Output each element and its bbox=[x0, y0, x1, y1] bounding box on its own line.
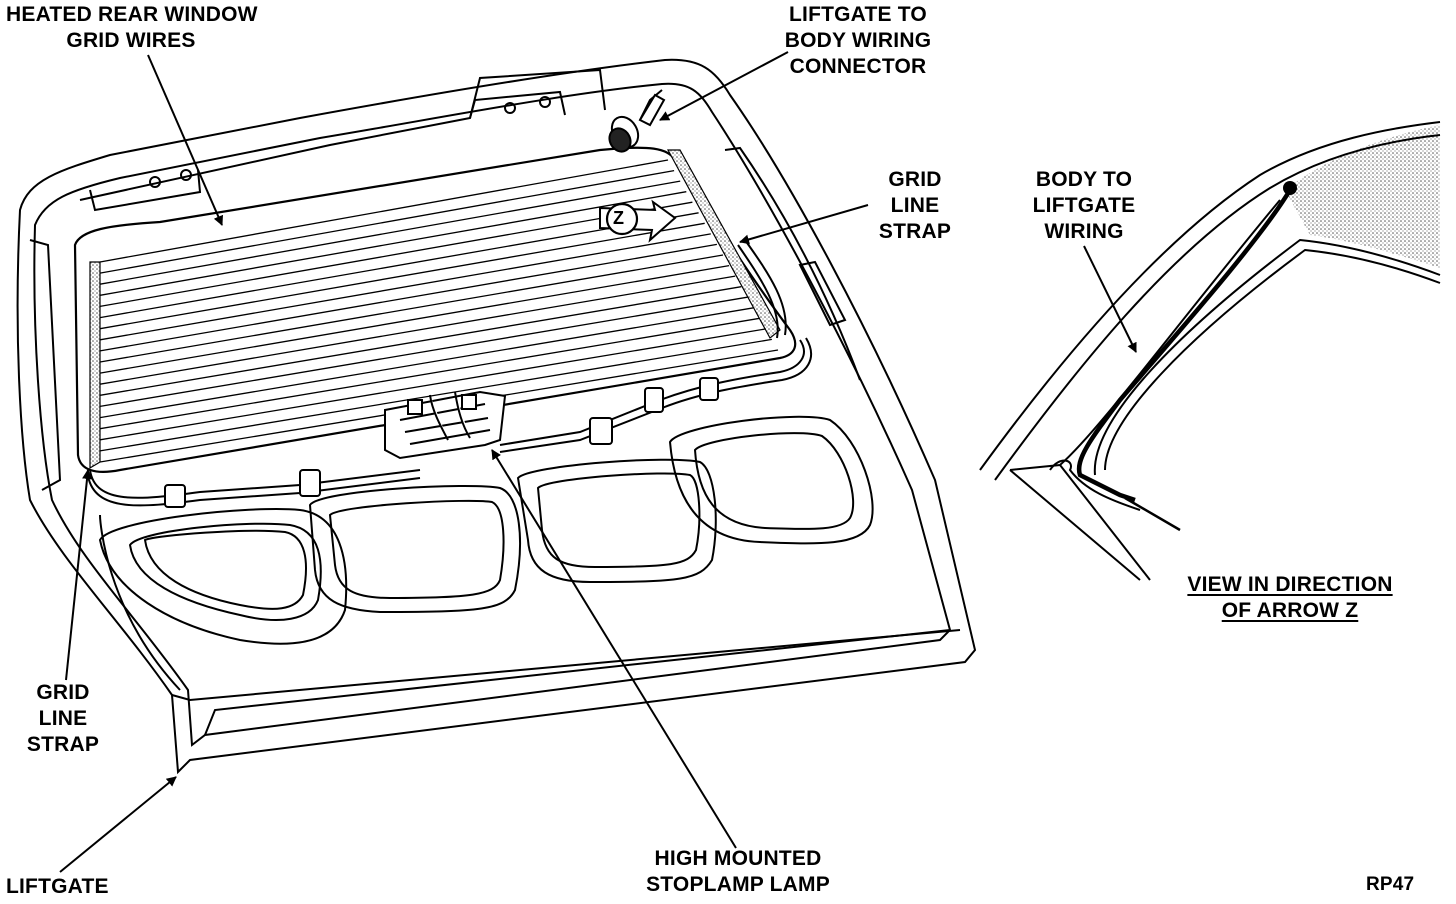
label-line: BODY WIRING bbox=[784, 29, 932, 52]
liftgate-connector bbox=[608, 93, 666, 153]
grid-wire bbox=[99, 264, 730, 374]
label-line: CONNECTOR bbox=[789, 55, 927, 78]
label-view-in-direction-of-arrow-z: VIEW IN DIRECTION OF ARROW Z bbox=[1180, 572, 1400, 624]
label-line: LINE bbox=[890, 194, 940, 217]
grid-wire bbox=[99, 328, 766, 441]
grid-wire bbox=[99, 307, 754, 419]
mount-holes bbox=[149, 96, 551, 188]
grid-wire bbox=[99, 338, 773, 452]
label-line: STRAP bbox=[26, 733, 100, 756]
label-liftgate-to-body-wiring-connector: LIFTGATE TO BODY WIRING CONNECTOR bbox=[778, 2, 938, 80]
arrow-z-letter: Z bbox=[613, 208, 625, 228]
label-line: OF ARROW Z bbox=[1221, 599, 1359, 622]
liftgate-body bbox=[16, 58, 977, 775]
label-line: GRID bbox=[888, 168, 942, 191]
grid-wire bbox=[99, 212, 699, 319]
label-line: LIFTGATE bbox=[1032, 194, 1136, 217]
label-high-mounted-stoplamp-lamp: HIGH MOUNTED STOPLAMP LAMP bbox=[645, 846, 831, 898]
label-line: BODY TO bbox=[1035, 168, 1133, 191]
grid-wire bbox=[99, 169, 675, 274]
label-body-to-liftgate-wiring: BODY TO LIFTGATE WIRING bbox=[1022, 167, 1146, 245]
label-line: LINE bbox=[38, 707, 88, 730]
lower-trim-panels bbox=[98, 415, 874, 645]
label-line: STRAP bbox=[878, 220, 952, 243]
grid-wire bbox=[99, 286, 742, 396]
label-line: WIRING bbox=[1044, 220, 1124, 243]
grid-wire bbox=[99, 159, 669, 263]
wiring-harness bbox=[87, 89, 812, 507]
grid-wire bbox=[99, 180, 681, 285]
view-z-detail bbox=[979, 121, 1441, 581]
stoplamp-assembly bbox=[384, 390, 507, 460]
label-line: VIEW IN DIRECTION bbox=[1187, 573, 1393, 596]
label-liftgate: LIFTGATE bbox=[6, 875, 109, 898]
label-grid-line-strap-left: GRID LINE STRAP bbox=[18, 680, 108, 758]
label-heated-rear-window-grid-wires: HEATED REAR WINDOW GRID WIRES bbox=[6, 2, 258, 54]
label-line: HIGH MOUNTED bbox=[654, 847, 822, 870]
grid-wire bbox=[99, 296, 748, 408]
heated-grid-wires bbox=[99, 159, 779, 463]
label-line: GRID WIRES bbox=[66, 29, 196, 52]
leader-lines bbox=[59, 51, 1137, 873]
grid-wire bbox=[99, 317, 760, 430]
grid-wire bbox=[99, 222, 705, 330]
label-line: STOPLAMP LAMP bbox=[646, 873, 830, 896]
grid-wire bbox=[99, 254, 724, 363]
label-grid-line-strap-right: GRID LINE STRAP bbox=[870, 167, 960, 245]
label-line: GRID bbox=[36, 681, 90, 704]
figure-code: RP47 bbox=[1366, 874, 1415, 895]
label-line: LIFTGATE TO bbox=[789, 3, 927, 26]
grid-wire bbox=[99, 201, 693, 308]
grid-wire bbox=[99, 243, 718, 352]
grid-wire bbox=[99, 191, 687, 296]
harness-clips bbox=[164, 377, 719, 508]
grid-wire bbox=[99, 275, 736, 385]
label-line: HEATED REAR WINDOW bbox=[6, 3, 258, 26]
grid-wire bbox=[99, 233, 711, 341]
arrow-z-badge bbox=[599, 199, 677, 243]
